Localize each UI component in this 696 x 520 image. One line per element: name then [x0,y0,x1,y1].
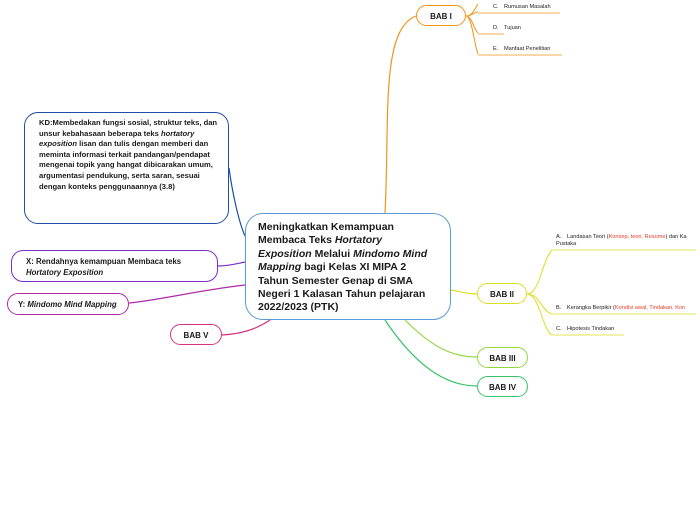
bab2-item-highlight: Kondisi awal, Tindakan, Kon [614,305,686,311]
central-topic-text-2: Melalui [311,247,354,260]
connector-center-bab2 [450,289,478,295]
bab1-item-tujuan[interactable]: D. Tujuan [493,25,521,32]
bab1-item-text: Rumusan Masalah [504,4,551,10]
bab2-item-text: Hipotesis Tindakan [567,326,615,332]
bab1-item-text: Tujuan [504,25,521,31]
bab1-label: BAB I [430,12,452,21]
bab1-item-letter: D. [493,25,499,31]
central-topic-italic-2: Mindomo Mind Mapping [258,247,428,274]
bab2-item-text: Landasan Teori ( [567,234,609,240]
y-variable-italic: Mindomo Mind Mapping [27,300,117,309]
y-variable-text: Y: [18,300,28,309]
bab2-item-letter: A. [556,234,562,240]
bab1-node[interactable]: BAB I [416,5,466,26]
bab2-item-letter: C. [556,326,562,332]
bab2-item-text: Kerangka Berpikir ( [567,305,615,311]
bab2-item-text-line2: Pustaka [556,241,577,247]
central-topic[interactable]: Meningkatkan Kemampuan Membaca Teks Hort… [245,213,451,320]
bab1-item-letter: E. [493,46,499,52]
kd-node[interactable]: KD:Membedakan fungsi sosial, struktur te… [24,112,229,224]
central-topic-italic-1: Hortatory Exposition [258,234,383,260]
connector-center-bab1 [384,15,417,214]
bab1-item-letter: C. [493,4,499,10]
x-variable-node[interactable]: X: Rendahnya kemampuan Membaca teks Hort… [11,250,218,282]
bab2-item-landasan-teori[interactable]: A. Landasan Teori (Konsep, teori, Resume)… [556,234,696,248]
connector-bab2-leaves [526,249,553,336]
connector-center-kd [228,167,246,237]
bab1-item-manfaat-penelitian[interactable]: E. Manfaat Penelitian [493,46,550,53]
bab1-item-rumusan-masalah[interactable]: C. Rumusan Masalah [493,4,551,11]
bab4-label: BAB IV [488,383,517,392]
bab5-label: BAB V [183,331,209,340]
bab2-item-text-2: ) dan Ka [665,234,687,240]
bab2-node[interactable]: BAB II [477,283,527,304]
connector-center-bab5 [221,319,271,336]
x-variable-italic: Hortatory Exposition [26,268,104,277]
bab2-item-letter: B. [556,305,562,311]
connector-center-bab4 [384,319,478,387]
bab2-item-hipotesis-tindakan[interactable]: C. Hipotesis Tindakan [556,326,614,333]
bab4-node[interactable]: BAB IV [477,376,528,397]
bab3-label: BAB III [489,354,516,363]
bab2-item-kerangka-berpikir[interactable]: B. Kerangka Berpikir (Kondisi awal, Tinda… [556,305,696,312]
connector-center-bab3 [404,319,478,358]
bab2-label: BAB II [490,290,514,299]
bab2-item-highlight: Konsep, teori, Resume [608,234,666,240]
central-topic-text-3: bagi Kelas XI MIPA 2 Tahun Semester Gena… [258,261,426,314]
bab5-node[interactable]: BAB V [170,324,222,345]
bab3-node[interactable]: BAB III [477,347,528,368]
kd-text: KD:Membedakan fungsi sosial, struktur te… [39,118,218,138]
y-variable-node[interactable]: Y: Mindomo Mind Mapping [7,293,129,315]
connector-center-y [128,284,246,304]
central-topic-text: Meningkatkan Kemampuan Membaca Teks [258,221,394,247]
kd-text-2: lisan dan tulis dengan memberi dan memin… [39,139,213,191]
connector-center-x [217,261,246,267]
x-variable-text: X: Rendahnya kemampuan Membaca teks [26,257,182,266]
connector-bab1-leaves [465,3,479,55]
bab1-item-text: Manfaat Penelitian [504,46,551,52]
kd-italic: hortatory exposition [39,128,195,149]
